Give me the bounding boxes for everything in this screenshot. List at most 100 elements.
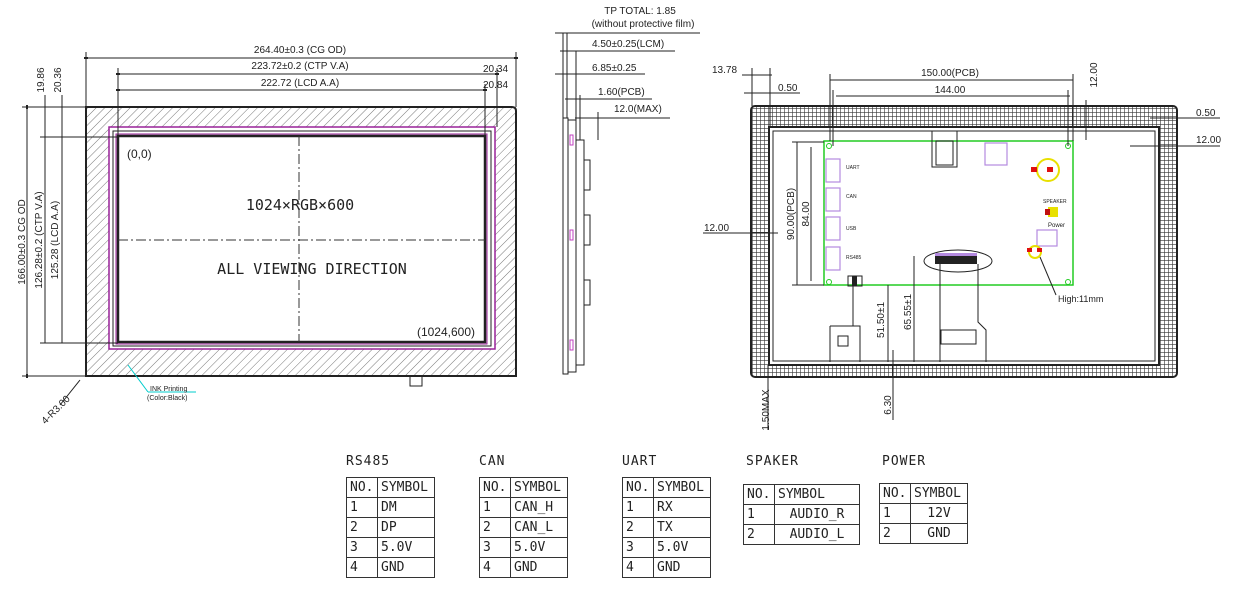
pin-symbol: TX xyxy=(653,517,711,538)
header-symbol: SYMBOL xyxy=(653,477,711,498)
bottom-dim: 6.30 xyxy=(883,395,894,415)
pin-symbol: CAN_H xyxy=(510,497,568,518)
ink-note: INK Printing xyxy=(150,386,187,393)
pin-no: 4 xyxy=(622,557,654,578)
pin-no: 3 xyxy=(346,537,378,558)
pin-symbol: 5.0V xyxy=(377,537,435,558)
fpc1-dim: 51.50±1 xyxy=(876,302,887,339)
total-thickness-dim: 6.85±0.25 xyxy=(592,63,637,74)
speaker-label: SPEAKER xyxy=(1043,199,1067,205)
pin-no: 1 xyxy=(622,497,654,518)
tp-note-label: (without protective film) xyxy=(592,19,695,30)
lcd-width-dim: 222.72 (LCD A.A) xyxy=(261,78,339,89)
pin-symbol: GND xyxy=(510,557,568,578)
pin-symbol: AUDIO_R xyxy=(774,504,860,525)
connector-usb-label: USB xyxy=(846,226,857,232)
rs485-title: RS485 xyxy=(346,454,391,469)
pin-no: 4 xyxy=(346,557,378,578)
ink-color-note: (Color:Black) xyxy=(147,395,187,402)
uart-title: UART xyxy=(622,454,658,469)
ctp-width-dim: 223.72±0.2 (CTP V.A) xyxy=(251,61,348,72)
pin-no: 1 xyxy=(479,497,511,518)
side-view xyxy=(555,32,700,375)
power-title: POWER xyxy=(882,454,927,469)
lcd-height-dim: 125.28 (LCD A.A) xyxy=(50,201,61,279)
pin-symbol: GND xyxy=(377,557,435,578)
right-offset-dim: 12.00 xyxy=(1196,135,1221,146)
ctp-height-dim: 126.28±0.2 (CTP V.A) xyxy=(34,191,45,288)
end-label: (1024,600) xyxy=(417,325,475,339)
pcb-thickness-dim: 1.60(PCB) xyxy=(598,87,645,98)
left-side-dim: 12.00 xyxy=(704,223,729,234)
left-offset-dim: 13.78 xyxy=(712,65,737,76)
pcb-height-dim: 90.00(PCB) xyxy=(786,188,797,240)
pin-no: 3 xyxy=(479,537,511,558)
power-label: Power xyxy=(1048,223,1065,229)
header-symbol: SYMBOL xyxy=(910,483,968,504)
pin-no: 1 xyxy=(879,503,911,524)
front-view: 264.40±0.3 (CG OD) 223.72±0.2 (CTP V.A) … xyxy=(17,45,518,427)
pin-symbol: DM xyxy=(377,497,435,518)
top-lcd-dim: 20.36 xyxy=(53,67,64,92)
high-note: High:11mm xyxy=(1058,294,1103,304)
left-gap-dim: 0.50 xyxy=(778,83,798,94)
pin-symbol: GND xyxy=(910,523,968,544)
pin-symbol: 12V xyxy=(910,503,968,524)
top-ctp-dim: 19.86 xyxy=(36,67,47,92)
pin-no: 1 xyxy=(743,504,775,525)
right-gap-dim: 0.50 xyxy=(1196,108,1216,119)
header-no: NO. xyxy=(879,483,911,504)
connector-rs485-label: RS485 xyxy=(846,255,862,261)
connector-uart-label: UART xyxy=(846,165,860,171)
pin-no: 3 xyxy=(622,537,654,558)
speaker-title: SPAKER xyxy=(746,454,799,469)
max-thickness-dim: 12.0(MAX) xyxy=(614,104,662,115)
tp-total-label: TP TOTAL: 1.85 xyxy=(604,6,676,17)
pin-symbol: RX xyxy=(653,497,711,518)
pin-no: 1 xyxy=(346,497,378,518)
origin-label: (0,0) xyxy=(127,147,152,161)
pin-symbol: CAN_L xyxy=(510,517,568,538)
right-ctp-dim: 20.34 xyxy=(483,64,508,75)
pcb-width-dim: 150.00(PCB) xyxy=(921,68,979,79)
bottom-max-dim: 1.50MAX xyxy=(761,389,772,430)
corner-radius-dim: 4-R3.00 xyxy=(40,393,73,426)
pin-symbol: AUDIO_L xyxy=(774,524,860,545)
header-symbol: SYMBOL xyxy=(510,477,568,498)
pin-no: 2 xyxy=(479,517,511,538)
header-symbol: SYMBOL xyxy=(377,477,435,498)
cg-width-dim: 264.40±0.3 (CG OD) xyxy=(254,45,346,56)
pin-no: 2 xyxy=(879,523,911,544)
pin-no: 2 xyxy=(346,517,378,538)
resolution-label: 1024×RGB×600 xyxy=(246,196,354,214)
can-title: CAN xyxy=(479,454,506,469)
pin-symbol: DP xyxy=(377,517,435,538)
pin-symbol: GND xyxy=(653,557,711,578)
pin-no: 2 xyxy=(622,517,654,538)
pin-symbol: 5.0V xyxy=(653,537,711,558)
hole-height-dim: 84.00 xyxy=(801,201,812,226)
pin-no: 2 xyxy=(743,524,775,545)
cg-height-dim: 166.00±0.3 CG OD xyxy=(17,199,28,285)
header-no: NO. xyxy=(479,477,511,498)
back-view: 13.78 0.50 150.00(PCB) 144.00 12.00 0.50… xyxy=(703,62,1221,431)
connector-can-label: CAN xyxy=(846,194,857,200)
pin-no: 4 xyxy=(479,557,511,578)
hole-width-dim: 144.00 xyxy=(935,85,966,96)
